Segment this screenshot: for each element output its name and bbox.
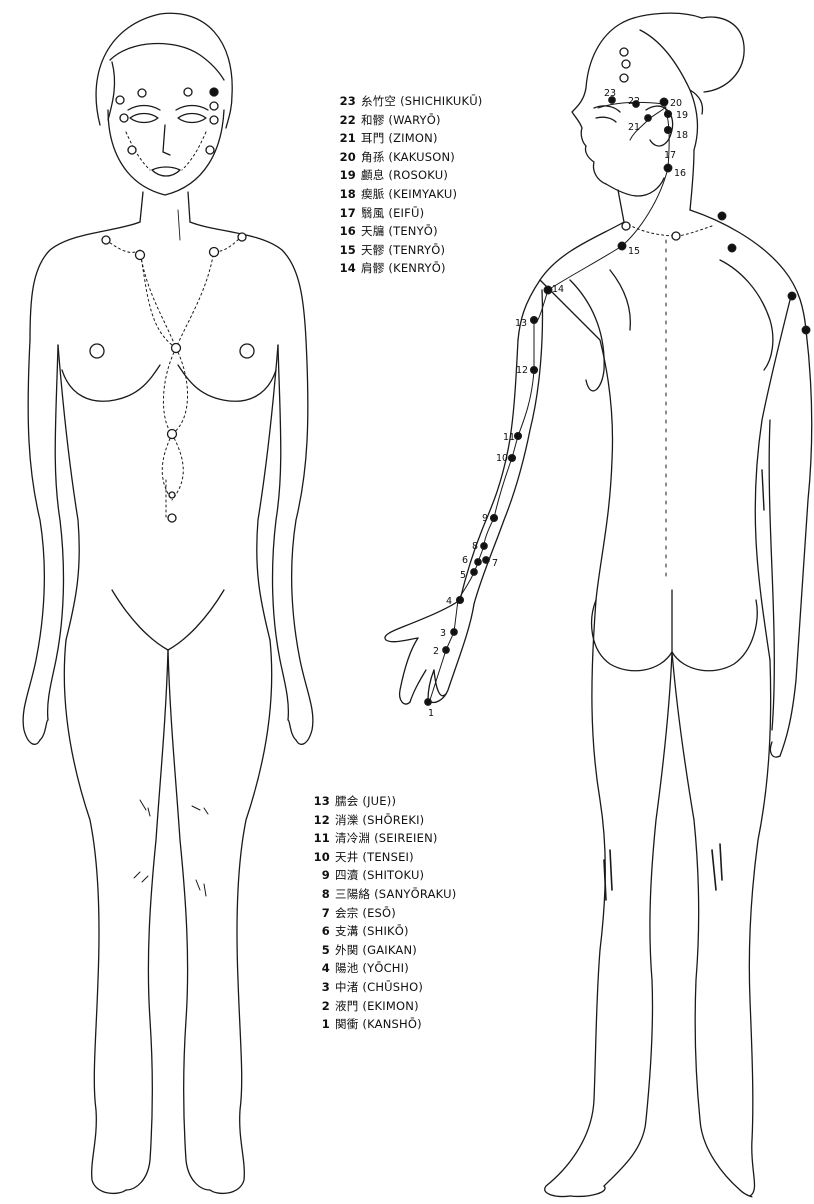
point-label-3: 3 [440,628,446,639]
point-label-6: 6 [462,555,468,566]
point-label-17: 17 [664,150,676,161]
point-label-10: 10 [496,453,508,464]
point-label-5: 5 [460,570,466,581]
front-figure [23,13,313,1193]
point-label-18: 18 [676,130,688,141]
point-label-13: 13 [515,318,527,329]
point-label-11: 11 [503,432,515,443]
point-label-23: 23 [604,88,616,99]
point-label-7: 7 [492,558,498,569]
point-label-14: 14 [552,284,564,295]
point-label-19: 19 [676,110,688,121]
point-label-16: 16 [674,168,686,179]
point-label-8: 8 [472,541,478,552]
point-label-9: 9 [482,513,488,524]
point-label-4: 4 [446,596,452,607]
point-label-1: 1 [428,708,434,719]
point-label-21: 21 [628,122,640,133]
point-label-12: 12 [516,365,528,376]
point-label-15: 15 [628,246,640,257]
point-label-2: 2 [433,646,439,657]
point-label-20: 20 [670,98,682,109]
point-label-22: 22 [628,96,640,107]
